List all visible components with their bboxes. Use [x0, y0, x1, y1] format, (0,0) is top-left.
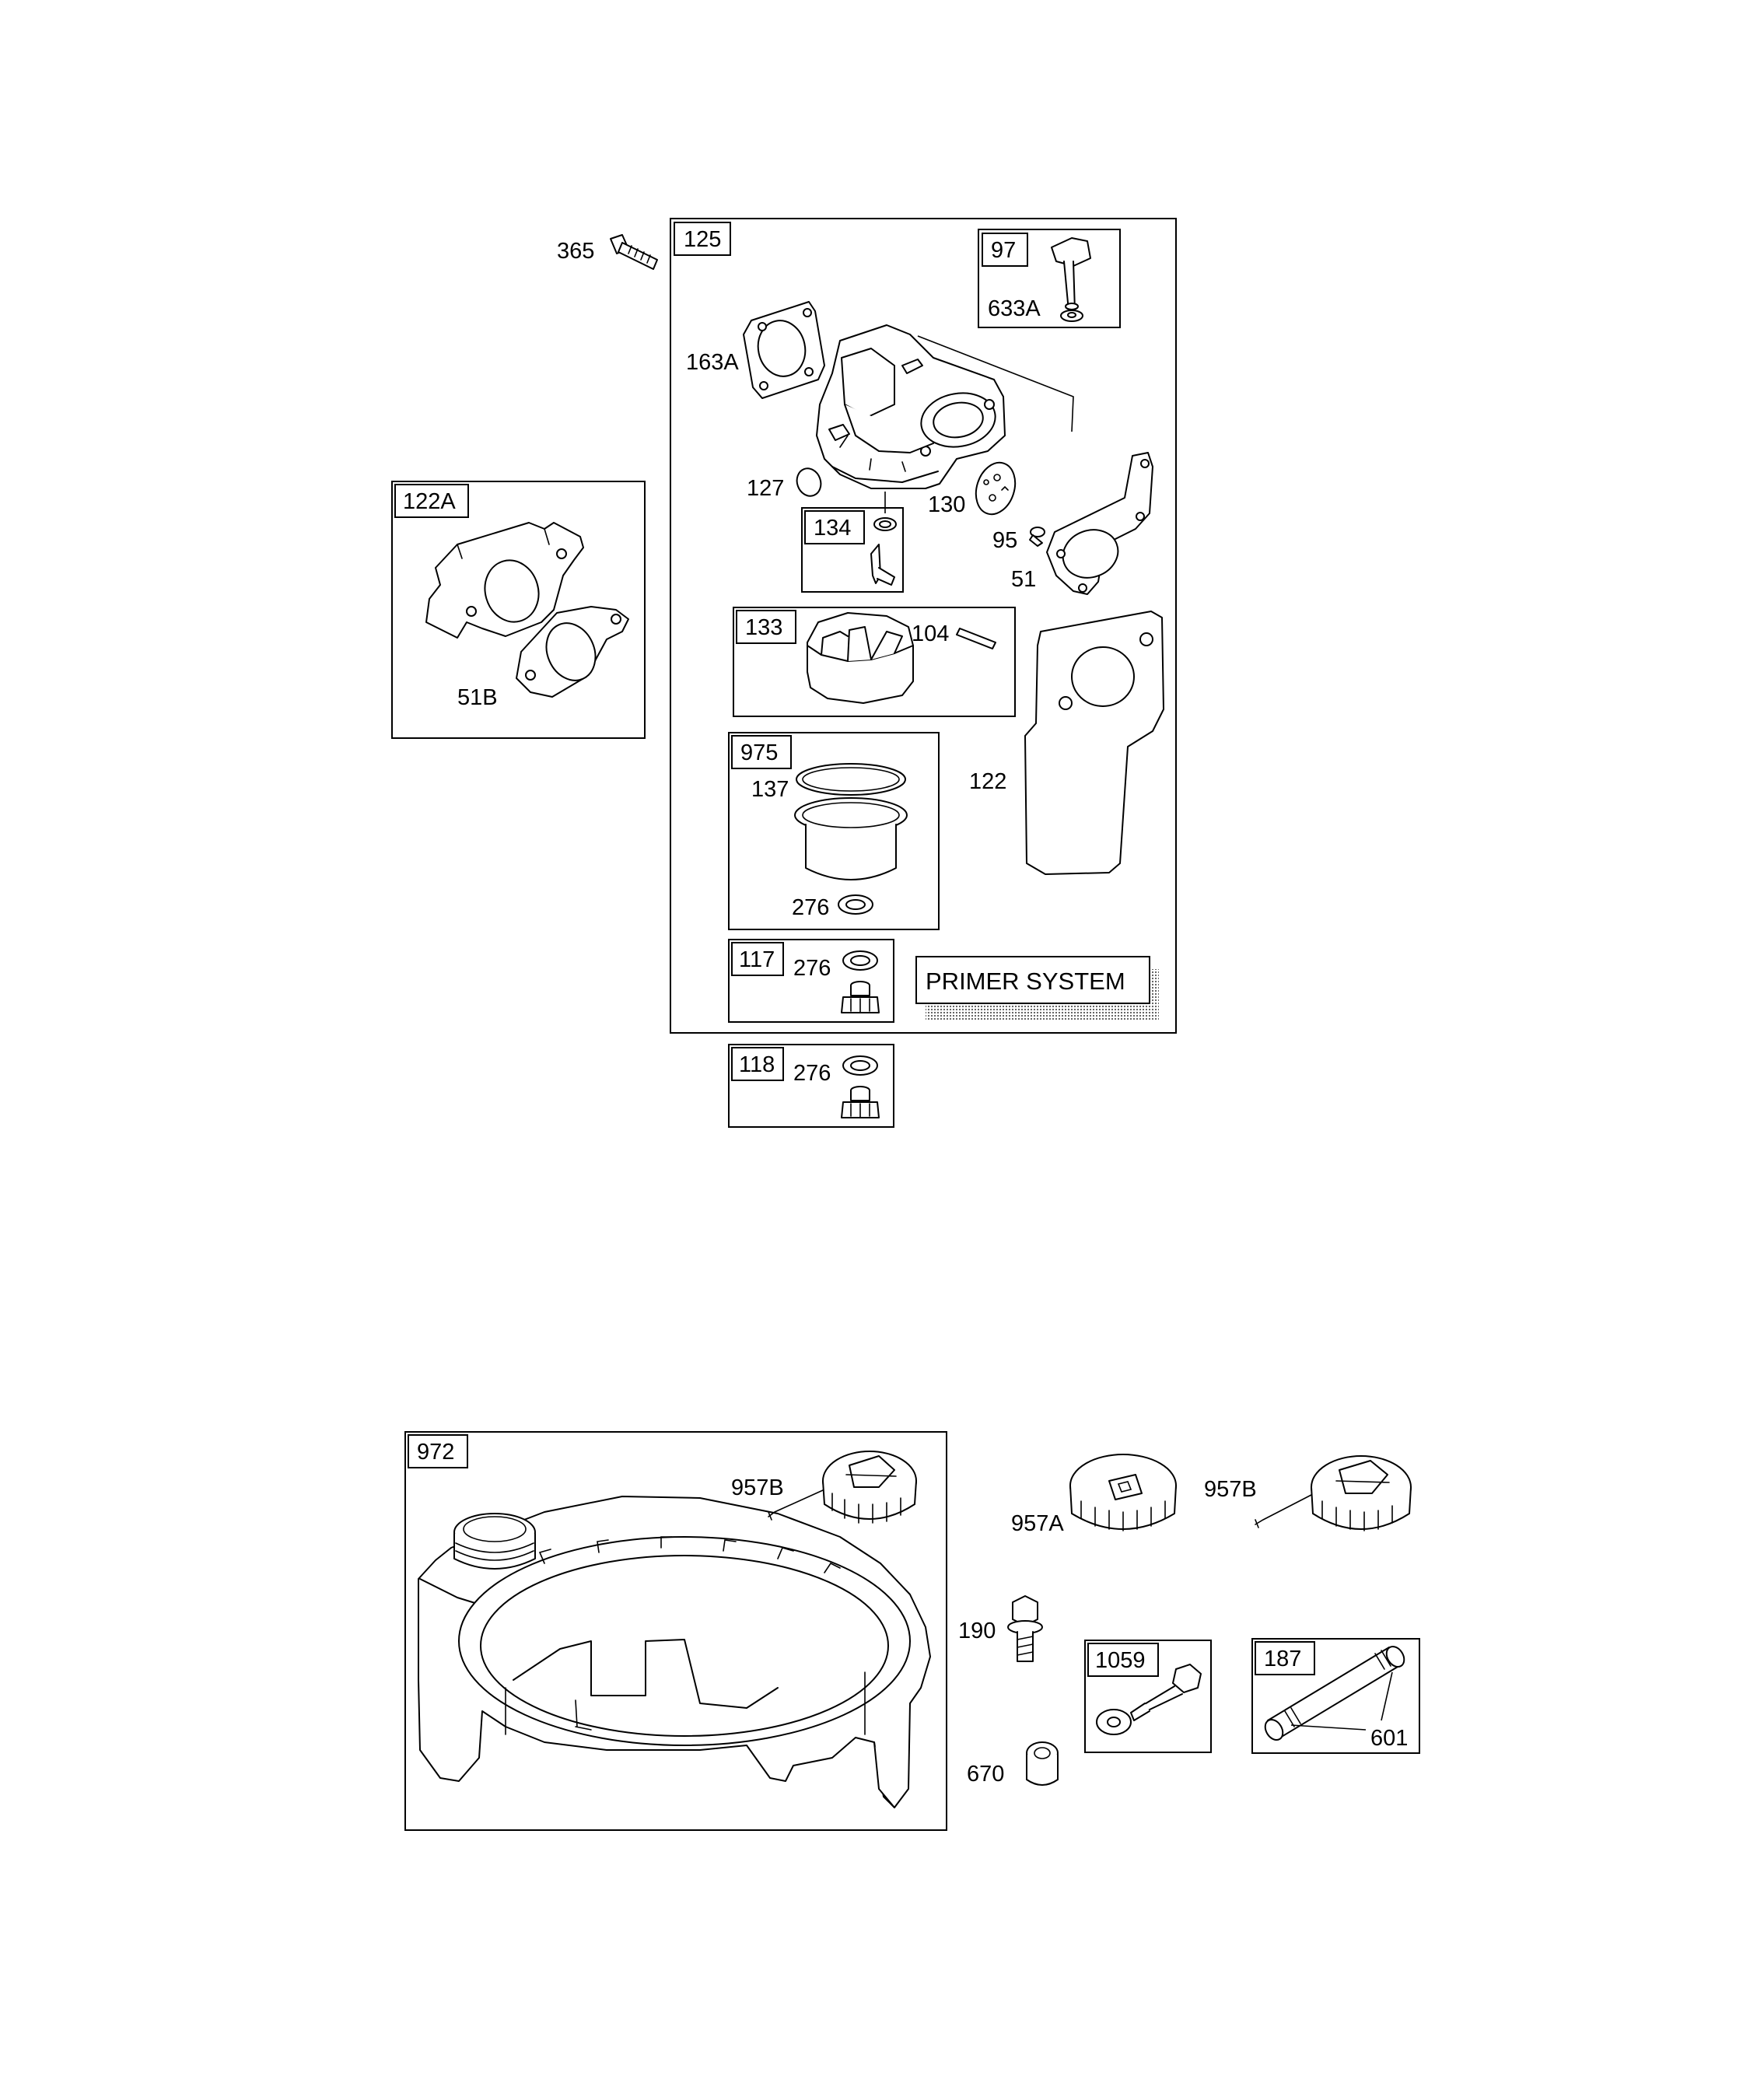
choke-lever-97-icon — [1051, 237, 1091, 322]
label-276b: 276 — [793, 956, 831, 981]
label-633A: 633A — [988, 296, 1041, 321]
gasket-kit-122A-frame — [391, 481, 646, 739]
bowl-nut-117-icon — [841, 981, 880, 1013]
o-ring-137-icon — [796, 763, 906, 796]
leader-97-carb — [917, 335, 1074, 432]
fuel-cap-957A-icon — [1069, 1454, 1177, 1531]
spacer-plate-122A-icon — [425, 522, 584, 639]
gasket-163A-icon — [743, 301, 825, 399]
gasket-51B-icon — [516, 606, 629, 698]
primer-bulb-frame — [978, 229, 1121, 328]
carburetor-body-icon — [816, 324, 1006, 489]
label-137: 137 — [751, 777, 789, 802]
primer-system-note: PRIMER SYSTEM — [926, 968, 1125, 995]
callout-box-133 — [736, 610, 796, 644]
callout-117: 117 — [739, 947, 775, 972]
callout-box-118 — [731, 1047, 784, 1081]
carburetor-assembly-frame — [670, 218, 1177, 1034]
fuel-line-187-frame — [1251, 1638, 1420, 1754]
label-601: 601 — [1370, 1726, 1408, 1751]
label-276c: 276 — [793, 1061, 831, 1086]
callout-133: 133 — [745, 615, 782, 640]
screw-95-icon — [1029, 527, 1045, 547]
bowl-frame — [728, 732, 940, 930]
washer-276c-icon — [842, 1055, 878, 1076]
callout-97: 97 — [991, 238, 1016, 263]
callout-box-125 — [674, 222, 731, 256]
washer-276a-icon — [838, 894, 873, 915]
callout-box-97 — [982, 233, 1028, 267]
label-276a: 276 — [792, 895, 829, 920]
callout-box-975 — [731, 735, 792, 769]
shoulder-bolt-1059-icon — [1130, 1664, 1202, 1721]
label-130: 130 — [928, 492, 965, 517]
callout-box-117 — [731, 942, 784, 976]
label-51: 51 — [1011, 567, 1036, 592]
label-957B-tank: 957B — [731, 1475, 784, 1500]
callout-1059: 1059 — [1095, 1648, 1146, 1673]
callout-box-134 — [804, 510, 865, 544]
insulator-122-icon — [1024, 611, 1164, 875]
washer-276b-icon — [842, 950, 878, 971]
label-365: 365 — [557, 239, 594, 264]
label-163A: 163A — [686, 350, 739, 375]
diaphragm-130-icon — [975, 461, 1017, 516]
label-670: 670 — [967, 1762, 1004, 1787]
label-95: 95 — [992, 528, 1017, 553]
needle-valve-134-icon — [870, 517, 897, 586]
callout-box-1059 — [1087, 1643, 1159, 1677]
callout-box-187 — [1255, 1641, 1315, 1675]
label-127: 127 — [747, 476, 784, 501]
welch-plug-127-icon — [796, 467, 822, 497]
primer-system-box — [915, 956, 1150, 1004]
bowl-nut-118-frame — [728, 1044, 894, 1128]
bolt-190-icon — [1007, 1595, 1043, 1662]
label-957A: 957A — [1011, 1511, 1064, 1536]
fuel-tank-frame — [404, 1431, 947, 1831]
float-pin-104-icon — [956, 628, 996, 649]
label-190: 190 — [958, 1619, 996, 1643]
callout-187: 187 — [1264, 1647, 1301, 1671]
callout-box-972 — [408, 1434, 468, 1468]
fuel-cap-957B-tank-icon — [768, 1451, 917, 1524]
label-104: 104 — [912, 621, 949, 646]
bowl-nut-118-icon — [841, 1086, 880, 1118]
gasket-51-icon — [1046, 452, 1153, 595]
label-51B: 51B — [457, 685, 498, 710]
float-frame — [733, 607, 1016, 717]
bolt-365-icon — [610, 234, 658, 270]
fuel-cap-957B-icon — [1255, 1455, 1412, 1531]
bowl-nut-117-frame — [728, 939, 894, 1023]
fuel-tank-972-icon — [418, 1496, 931, 1808]
callout-118: 118 — [739, 1052, 775, 1077]
callout-134: 134 — [814, 516, 851, 541]
callout-975: 975 — [740, 740, 778, 765]
mounting-kit-1059-frame — [1084, 1640, 1212, 1753]
callout-122A: 122A — [403, 489, 456, 514]
needle-valve-frame — [801, 507, 904, 593]
float-bowl-icon — [794, 797, 908, 880]
callout-125: 125 — [684, 227, 721, 252]
label-957B: 957B — [1204, 1477, 1257, 1502]
fuel-line-187-icon — [1264, 1645, 1405, 1741]
callout-972: 972 — [417, 1440, 454, 1465]
callout-box-122A — [394, 484, 469, 518]
float-133-icon — [807, 612, 914, 704]
spacer-670-icon — [1026, 1741, 1059, 1786]
washer-1059-icon — [1096, 1709, 1132, 1735]
label-122: 122 — [969, 769, 1006, 794]
